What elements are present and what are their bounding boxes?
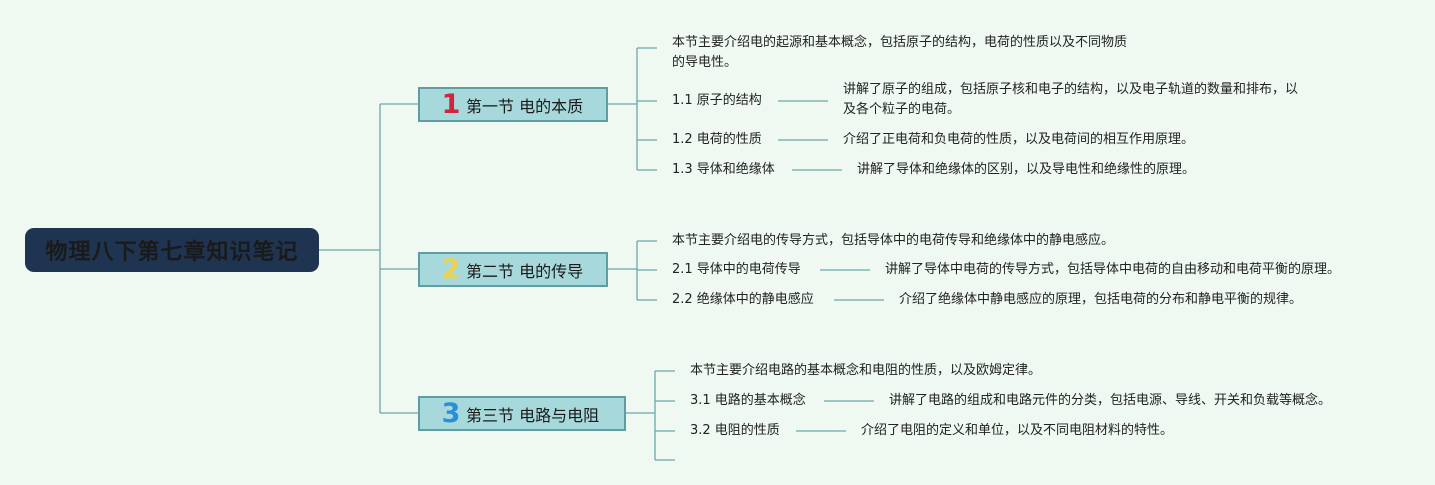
subtopic-label[interactable]: 3.2 电阻的性质	[690, 423, 780, 438]
subtopic-detail[interactable]: 讲解了导体和绝缘体的区别，以及导电性和绝缘性的原理。	[857, 162, 1196, 177]
subtopic-label[interactable]: 1.2 电荷的性质	[672, 132, 762, 147]
root-title: 物理八下第七章知识笔记	[45, 240, 299, 265]
subtopic-label[interactable]: 3.1 电路的基本概念	[690, 393, 806, 408]
section-label-2: 第二节 电的传导	[466, 261, 584, 281]
subtopic-label[interactable]: 2.2 绝缘体中的静电感应	[672, 292, 814, 307]
subtopic-detail[interactable]: 介绍了绝缘体中静电感应的原理，包括电荷的分布和静电平衡的规律。	[899, 292, 1303, 307]
root-topic[interactable]: 物理八下第七章知识笔记	[25, 228, 319, 272]
subtopic-detail[interactable]: 介绍了电阻的定义和单位，以及不同电阻材料的特性。	[861, 423, 1174, 438]
section-label-3: 第三节 电路与电阻	[466, 405, 600, 425]
subtopic-detail[interactable]: 及各个粒子的电荷。	[843, 102, 961, 117]
subtopic-detail[interactable]: 讲解了导体中电荷的传导方式，包括导体中电荷的自由移动和电荷平衡的原理。	[885, 262, 1341, 277]
subtopic-detail[interactable]: 讲解了原子的组成，包括原子核和电子的结构，以及电子轨道的数量和排布，以	[843, 82, 1299, 97]
section-summary-line[interactable]: 本节主要介绍电的起源和基本概念，包括原子的结构，电荷的性质以及不同物质	[672, 35, 1128, 50]
subtopic-detail[interactable]: 介绍了正电荷和负电荷的性质，以及电荷间的相互作用原理。	[843, 132, 1195, 147]
subtopic-label[interactable]: 1.1 原子的结构	[672, 93, 762, 108]
subtopic-label[interactable]: 2.1 导体中的电荷传导	[672, 262, 801, 277]
subtopic-label[interactable]: 1.3 导体和绝缘体	[672, 162, 775, 177]
section-summary-line[interactable]: 的导电性。	[672, 55, 738, 70]
section-summary-line[interactable]: 本节主要介绍电路的基本概念和电阻的性质，以及欧姆定律。	[690, 363, 1042, 378]
subtopic-detail[interactable]: 讲解了电路的组成和电路元件的分类，包括电源、导线、开关和负载等概念。	[889, 393, 1332, 408]
section-summary-line[interactable]: 本节主要介绍电的传导方式，包括导体中的电荷传导和绝缘体中的静电感应。	[672, 233, 1115, 248]
section-number-3: 3	[441, 398, 461, 429]
section-label-1: 第一节 电的本质	[466, 96, 584, 116]
section-number-2: 2	[441, 254, 461, 285]
section-number-1: 1	[441, 89, 461, 120]
